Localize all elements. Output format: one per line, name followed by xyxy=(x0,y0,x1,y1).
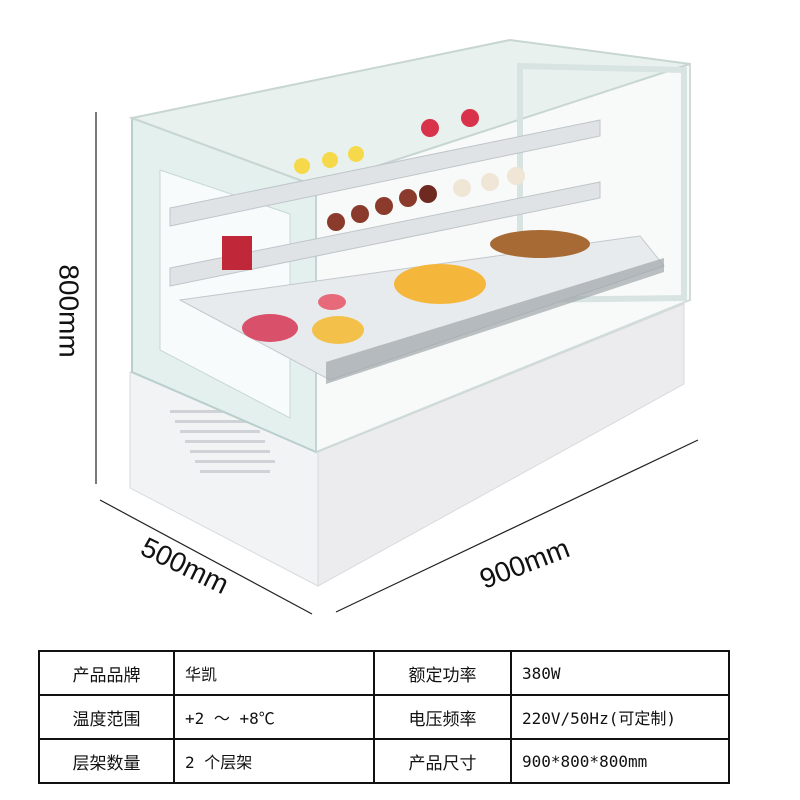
width-dimension-line xyxy=(335,439,699,613)
middle-shelf xyxy=(169,181,601,287)
spec-key-voltage: 电压频率 xyxy=(373,694,512,740)
spec-value-size: 900*800*800mm xyxy=(510,738,730,784)
spec-value-shelves: 2 个层架 xyxy=(173,738,375,784)
spec-key-size: 产品尺寸 xyxy=(373,738,512,784)
front-grille xyxy=(326,258,664,384)
spec-key-power: 额定功率 xyxy=(373,650,512,696)
spec-value-power: 380W xyxy=(510,650,730,696)
table-row: 层架数量 2 个层架 产品尺寸 900*800*800mm xyxy=(38,738,730,784)
product-illustration xyxy=(95,38,699,615)
table-row: 产品品牌 华凯 额定功率 380W xyxy=(38,650,730,696)
display-cabinet-illustration xyxy=(95,38,699,615)
dimension-lines xyxy=(95,112,699,615)
spec-value-brand: 华凯 xyxy=(173,650,375,696)
height-dimension-label: 800mm xyxy=(53,264,85,358)
right-glass-frame xyxy=(517,62,687,304)
spec-key-temperature: 温度范围 xyxy=(38,694,175,740)
table-row: 温度范围 +2 ～ +8℃ 电压频率 220V/50Hz(可定制) xyxy=(38,694,730,740)
top-shelf xyxy=(169,119,601,227)
desserts xyxy=(222,109,590,344)
spec-table: 产品品牌 华凯 额定功率 380W 温度范围 +2 ～ +8℃ 电压频率 220… xyxy=(38,650,730,784)
spec-value-voltage: 220V/50Hz(可定制) xyxy=(510,694,730,740)
spec-key-brand: 产品品牌 xyxy=(38,650,175,696)
spec-value-temperature: +2 ～ +8℃ xyxy=(173,694,375,740)
vent-slots xyxy=(170,410,275,473)
depth-dimension-line xyxy=(99,499,313,615)
base-right-panel xyxy=(317,303,685,587)
spec-key-shelves: 层架数量 xyxy=(38,738,175,784)
